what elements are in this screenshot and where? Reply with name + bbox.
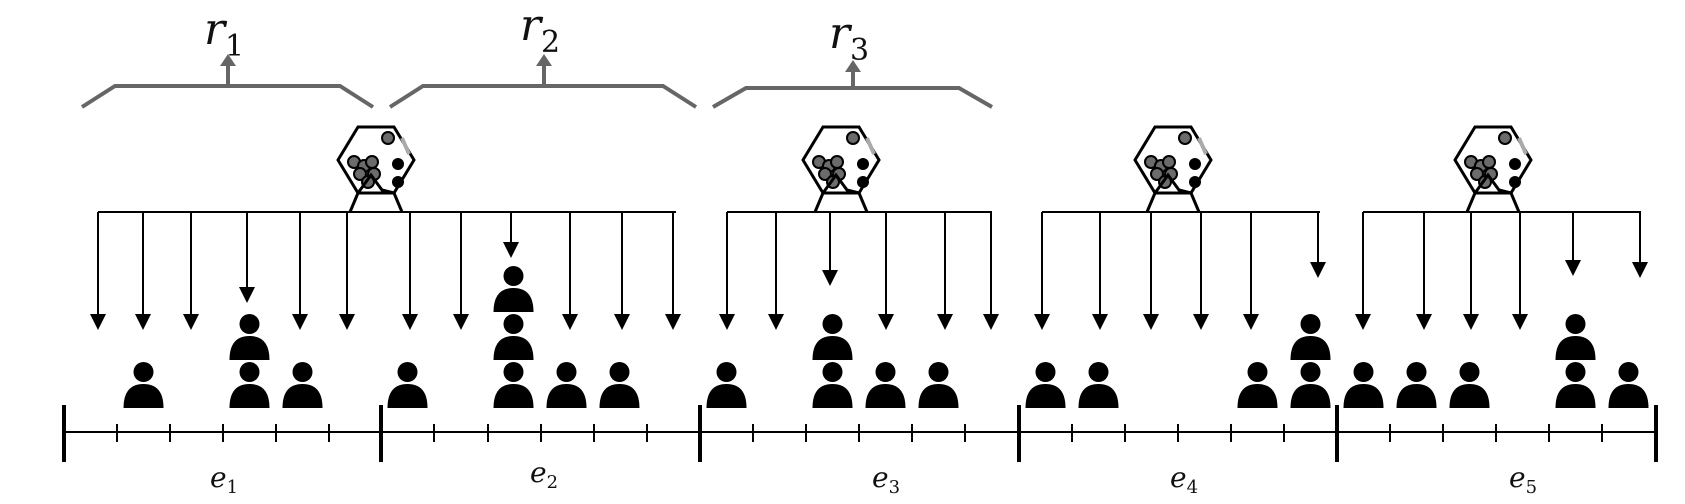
label-e1: e1 <box>210 461 238 498</box>
person-icon <box>1449 362 1490 408</box>
person-icon <box>493 266 534 312</box>
distribution-tree-4 <box>1355 211 1648 330</box>
person-icon <box>918 362 959 408</box>
person-icon <box>493 362 534 408</box>
person-icon <box>1555 314 1596 360</box>
bracket-r1 <box>80 54 375 109</box>
person-icon <box>865 362 906 408</box>
label-e5: e5 <box>1509 461 1537 498</box>
person-icon <box>1290 314 1331 360</box>
people-layer <box>123 266 1649 408</box>
person-icon <box>1237 362 1278 408</box>
lottery-machine-icon <box>1133 125 1213 213</box>
person-icon <box>706 362 747 408</box>
person-icon <box>1343 362 1384 408</box>
lottery-machine-icon <box>336 125 416 213</box>
label-r3: r3 <box>829 8 869 68</box>
person-icon <box>1078 362 1119 408</box>
label-e4: e4 <box>1170 461 1198 498</box>
label-r1: r1 <box>204 4 244 64</box>
lottery-machine-body <box>336 125 416 195</box>
lottery-machine-icon <box>801 125 881 213</box>
lottery-machine-icon <box>1453 125 1533 213</box>
person-icon <box>812 314 853 360</box>
person-icon <box>1290 362 1331 408</box>
label-r2: r2 <box>520 0 560 60</box>
label-e3: e3 <box>872 461 900 498</box>
person-icon <box>493 314 534 360</box>
bracket-r2 <box>388 54 698 109</box>
person-icon <box>1555 362 1596 408</box>
person-icon <box>1608 362 1649 408</box>
person-icon <box>229 314 270 360</box>
bracket-r3 <box>712 60 993 109</box>
label-e2: e2 <box>530 456 558 493</box>
person-icon <box>599 362 640 408</box>
distribution-tree-2 <box>719 211 999 330</box>
person-icon <box>1396 362 1437 408</box>
timeline <box>62 405 1658 462</box>
person-icon <box>282 362 323 408</box>
person-icon <box>229 362 270 408</box>
person-icon <box>546 362 587 408</box>
distribution-tree-3 <box>1034 211 1326 330</box>
person-icon <box>123 362 164 408</box>
person-icon <box>1025 362 1066 408</box>
person-icon <box>812 362 853 408</box>
distribution-tree-1 <box>90 211 681 330</box>
person-icon <box>387 362 428 408</box>
